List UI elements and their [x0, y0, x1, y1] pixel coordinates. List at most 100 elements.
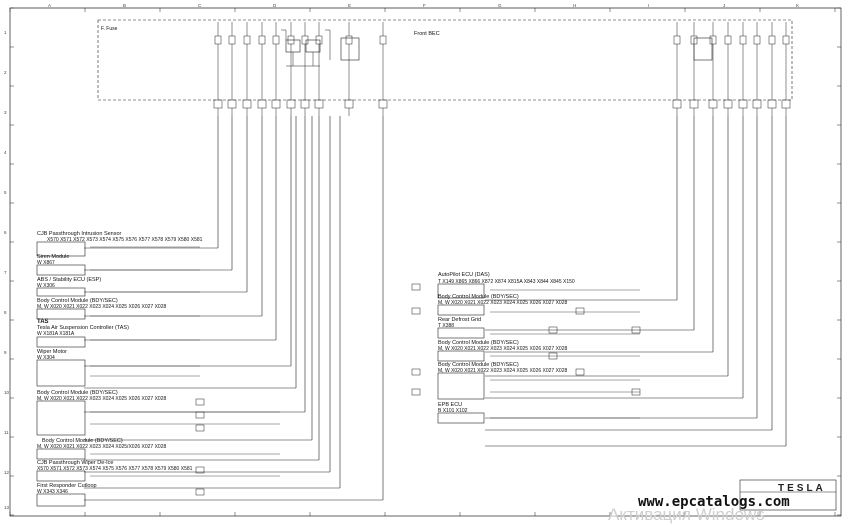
connector-list: M, W X020 X021 X022 X023 X024 X025/X026 … [37, 444, 167, 450]
connector-box [36, 470, 86, 482]
connector-list: W X343 X346 [37, 489, 68, 495]
inline-connector [575, 307, 585, 315]
fuse-symbol [214, 35, 222, 45]
grid-col-E: E [348, 3, 352, 8]
inline-connector [411, 388, 421, 396]
inline-connector [195, 488, 205, 496]
grid-row-4: 4 [4, 150, 7, 155]
connector-box [437, 412, 485, 424]
connector-box [437, 304, 485, 316]
component-title: CJB Passthrough Wiper De-Ice [37, 460, 114, 466]
grid-col-D: D [273, 3, 277, 8]
grid-row-9: 9 [4, 350, 7, 355]
inline-connector [195, 424, 205, 432]
component-title: Wiper Motor [37, 349, 67, 355]
grid-row-11: 11 [4, 430, 9, 435]
front-bec-title: Front BEC [414, 31, 440, 37]
connector-box [36, 308, 86, 320]
connector-list: X570 X571 X572 X573 X574 X575 X576 X577 … [47, 237, 203, 243]
connector-list: W X867 [37, 260, 55, 266]
component-title: First Responder Cutloop [37, 483, 97, 489]
connector-list: W X304 [37, 355, 55, 361]
wire [281, 29, 287, 40]
component-title: Body Control Module (BDY/SEC) [42, 438, 123, 444]
connector-list: B X101 X102 [438, 408, 468, 414]
connector-pin [314, 99, 324, 109]
connector-box [36, 448, 86, 460]
connector-list: W X306 [37, 283, 55, 289]
fuse-symbol [768, 35, 776, 45]
component-title: ABS / Stability ECU (ESP) [37, 277, 102, 283]
connector-pin [213, 99, 223, 109]
connector-list: X570 X571 X572 X573 X574 X575 X576 X577 … [37, 466, 193, 472]
inline-connector [575, 368, 585, 376]
grid-col-H: H [573, 3, 577, 8]
relay-box [340, 37, 360, 61]
connector-box [437, 327, 485, 339]
component-title: Body Control Module (BDY/SEC) [37, 390, 118, 396]
fuse-symbol [782, 35, 790, 45]
grid-row-5: 5 [4, 190, 7, 195]
connector-box [36, 264, 86, 276]
connector-list: M, W X020 X021 X022 X023 X024 X025 X026 … [438, 300, 568, 306]
grid-col-I: I [648, 3, 650, 8]
connector-list: M, W X020 X021 X022 X023 X024 X025 X026 … [438, 368, 568, 374]
fuse-symbol [258, 35, 266, 45]
connector-pin [227, 99, 237, 109]
connector-list: M, W X020 X021 X022 X023 X024 X025 X026 … [37, 396, 167, 402]
watermark-text: Активация Windows [608, 505, 765, 524]
inline-connector [411, 283, 421, 291]
grid-col-G: G [498, 3, 502, 8]
connector-pin [300, 99, 310, 109]
fuse-symbol [673, 35, 681, 45]
grid-col-J: J [723, 3, 726, 8]
inline-connector [548, 326, 558, 334]
title-block [739, 479, 837, 511]
connector-pin [257, 99, 267, 109]
connector-pin [242, 99, 252, 109]
fuse-symbol [345, 35, 353, 45]
inline-connector [195, 411, 205, 419]
connector-box [36, 241, 86, 257]
grid-row-8: 8 [4, 310, 7, 315]
connector-list: T X388 [438, 323, 455, 329]
connector-box [36, 336, 86, 348]
connector-box [437, 283, 485, 299]
connector-box [437, 350, 485, 362]
grid-col-F: F [423, 3, 426, 8]
connector-pin [738, 99, 748, 109]
component-title: Body Control Module (BDY/SEC) [37, 298, 118, 304]
component-title: AutoPilot ECU (DAS) [438, 272, 490, 278]
connector-pin [723, 99, 733, 109]
component-title: Rear Defrost Grid [438, 317, 482, 323]
connector-pin [672, 99, 682, 109]
grid-row-3: 3 [4, 110, 7, 115]
component-title: Body Control Module (BDY/SEC) [438, 294, 519, 300]
connector-pin [271, 99, 281, 109]
grid-row-10: 10 [4, 390, 10, 395]
grid-col-C: C [198, 3, 202, 8]
grid-row-13: 13 [4, 505, 10, 510]
grid-col-K: K [796, 3, 800, 8]
grid-row-12: 12 [4, 470, 10, 475]
component-title: Tesla Air Suspension Controller (TAS) [37, 325, 129, 331]
inline-connector [411, 368, 421, 376]
grid-row-6: 6 [4, 230, 7, 235]
connector-list: T X149 X865 X866 X872 X874 X815A X843 X8… [438, 279, 575, 285]
component-title: Body Control Module (BDY/SEC) [438, 362, 519, 368]
website-text[interactable]: www.epcatalogs.com [638, 494, 790, 510]
connector-box [437, 372, 485, 400]
component-title: Siren Module [37, 254, 70, 260]
grid-row-1: 1 [4, 30, 7, 35]
connector-box [36, 493, 86, 507]
connector-pin [767, 99, 777, 109]
relay-box [693, 37, 713, 61]
connector-pin [781, 99, 791, 109]
inline-connector [631, 326, 641, 334]
fuse-symbol [272, 35, 280, 45]
fuse-symbol [228, 35, 236, 45]
connector-pin [378, 99, 388, 109]
wire [325, 29, 331, 60]
fuse-tag: F. Fuse [101, 26, 118, 32]
component-title: CJB Passthrough Intrusion Sensor [37, 231, 122, 237]
